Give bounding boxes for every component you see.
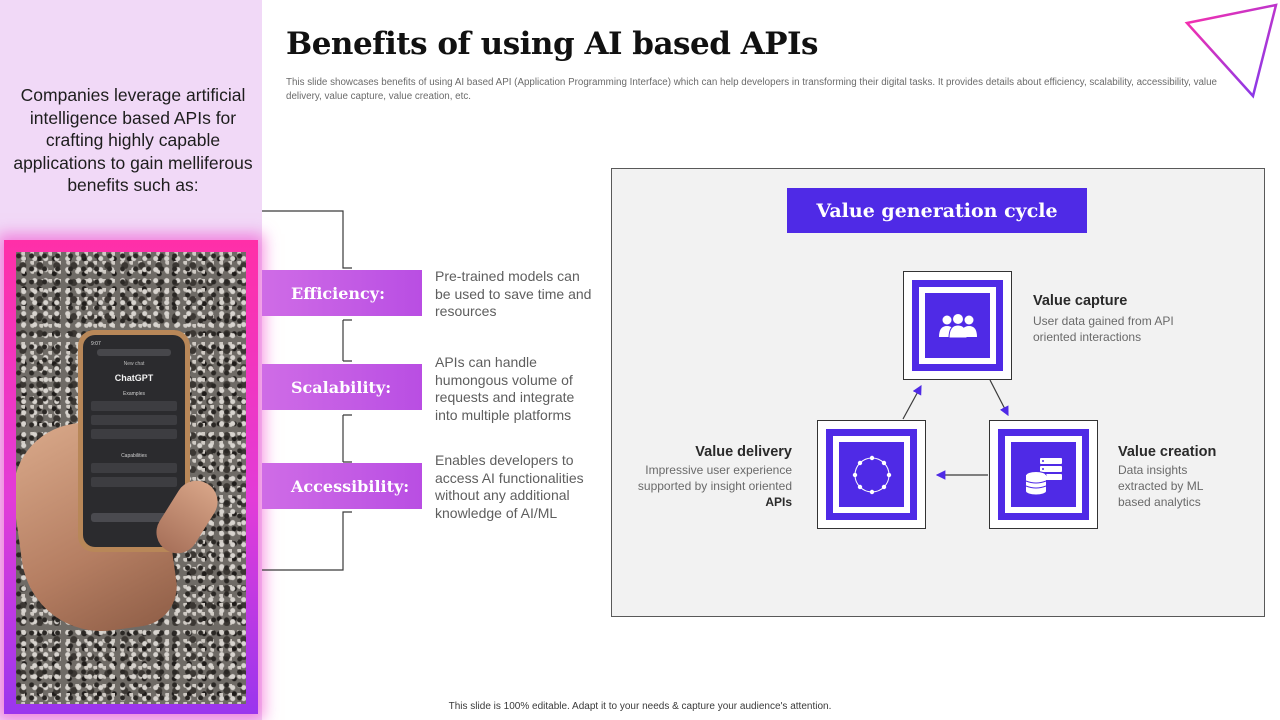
benefit-label-accessibility: Accessibility: [262,463,422,509]
phone-url-bar [97,349,171,356]
value-delivery-heading: Value delivery [695,444,792,460]
decorative-triangle-icon [1184,3,1278,99]
value-creation-node [989,420,1098,529]
phone-time: 9:07 [91,341,101,347]
phone-example-row [91,415,177,425]
cycle-dots-icon [839,442,904,507]
value-cycle-title: Value generation cycle [787,188,1087,233]
slide-footer: This slide is 100% editable. Adapt it to… [448,701,832,712]
database-icon [1011,442,1076,507]
phone-message-input [91,513,177,522]
phone-capabilities-heading: Capabilities [121,453,147,459]
phone-capability-row [91,477,177,487]
value-creation-heading: Value creation [1118,444,1217,460]
slide-subtitle: This slide showcases benefits of using A… [286,77,1217,102]
phone-app-title: ChatGPT [114,373,154,383]
phone-new-chat: New chat [123,361,145,367]
benefit-label-efficiency: Efficiency: [262,270,422,316]
phone-example-row [91,429,177,439]
value-creation-text: Data insights extracted by ML based anal… [1118,463,1203,509]
slide-title: Benefits of using AI based APIs [286,26,819,62]
phone-example-row [91,401,177,411]
benefit-label-scalability: Scalability: [262,364,422,410]
value-capture-text: User data gained from API oriented inter… [1033,314,1174,344]
benefit-desc-accessibility: Enables developers to access AI function… [435,452,584,521]
value-cycle-panel [611,168,1265,617]
benefit-bracket [262,210,352,571]
value-capture-heading: Value capture [1033,293,1128,309]
benefit-desc-scalability: APIs can handle humongous volume of requ… [435,354,575,423]
value-capture-node [903,271,1012,380]
benefit-desc-efficiency: Pre-trained models can be used to save t… [435,268,592,319]
value-delivery-node [817,420,926,529]
users-icon [925,293,990,358]
intro-text: Companies leverage artificial intelligen… [13,85,253,195]
phone-examples-heading: Examples [123,391,145,397]
phone-capability-row [91,463,177,473]
value-delivery-text: Impressive user experience supported by … [637,463,792,509]
phone-photo: 9:07 New chat ChatGPT Examples Capabilit… [16,252,246,704]
